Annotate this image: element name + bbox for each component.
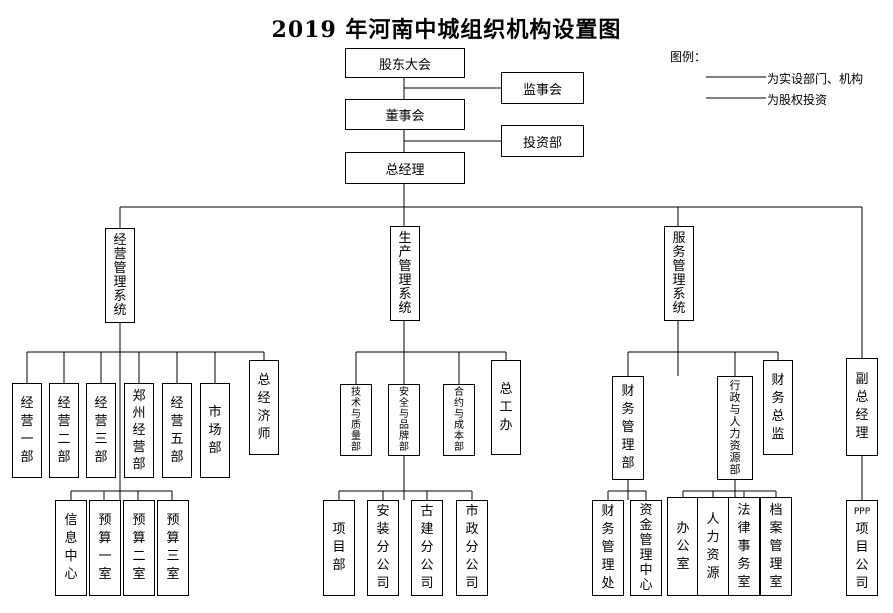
node-production-management-system: 生产管理系统 (390, 226, 420, 321)
node-chief-engineer-office: 总工办 (491, 360, 521, 455)
node-board: 董事会 (345, 99, 465, 130)
node-service-management-system: 服务管理系统 (664, 226, 694, 321)
node-finance-management-dept: 财务管理部 (612, 376, 644, 480)
node-tech-quality-dept: 技术与质量部 (340, 384, 372, 456)
node-business-dept-2: 经营二部 (49, 383, 79, 478)
node-legal-affairs-office: 法律事务室 (728, 497, 760, 596)
node-zhengzhou-business-dept: 郑州经营部 (124, 383, 154, 478)
node-finance-director: 财务总监 (763, 360, 793, 455)
node-investment-dept: 投资部 (501, 125, 584, 157)
node-finance-office: 财务管理处 (592, 500, 624, 596)
node-budget-office-3: 预算三室 (157, 500, 189, 596)
node-market-dept: 市场部 (200, 383, 230, 478)
node-chief-economist: 总经济师 (249, 360, 279, 455)
node-shareholders: 股东大会 (345, 48, 465, 78)
node-general-manager: 总经理 (345, 152, 465, 184)
legend-title: 图例： (670, 50, 707, 64)
node-business-management-system: 经营管理系统 (105, 228, 135, 323)
node-ancient-architecture-branch: 古建分公司 (411, 500, 443, 596)
node-business-dept-5: 经营五部 (162, 383, 192, 478)
node-installation-branch: 安装分公司 (367, 500, 399, 596)
node-info-center: 信息中心 (55, 500, 87, 596)
node-vice-general-manager: 副总经理 (846, 358, 878, 456)
node-budget-office-2: 预算二室 (123, 500, 155, 596)
node-supervisory-board: 监事会 (501, 72, 584, 104)
node-budget-office-1: 预算一室 (89, 500, 121, 596)
node-archives-office: 档案管理室 (760, 497, 792, 596)
node-general-office: 办公室 (667, 497, 699, 596)
node-fund-management-center: 资金管理中心 (630, 500, 662, 596)
node-business-dept-1: 经营一部 (12, 383, 42, 478)
node-business-dept-3: 经营三部 (86, 383, 116, 478)
legend-equity-label: 为股权投资 (767, 93, 828, 107)
chart-title: 2019 年河南中城组织机构设置图 (271, 17, 622, 43)
node-contract-cost-dept: 合约与成本部 (443, 384, 475, 456)
node-project-dept: 项目部 (323, 500, 355, 596)
node-human-resources: 人力资源 (697, 497, 729, 596)
legend-solid-label: 为实设部门、机构 (767, 72, 864, 86)
node-municipal-branch: 市政分公司 (456, 500, 488, 596)
node-safety-brand-dept: 安全与品牌部 (388, 384, 420, 456)
node-admin-hr-dept: 行政与人力资源部 (717, 376, 753, 480)
